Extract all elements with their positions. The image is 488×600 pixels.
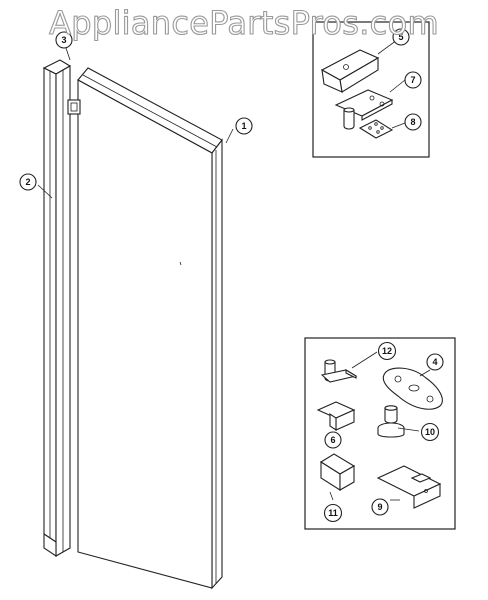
door-trim-strip: [42, 59, 72, 558]
lower-hinge-pin-bracket: [320, 351, 378, 383]
hinge-shim-plate: [358, 119, 394, 139]
hinge-pin: [377, 405, 420, 438]
callout-12-label: 12: [382, 346, 392, 356]
callout-12: 12: [377, 341, 397, 361]
callout-7: 7: [404, 71, 422, 89]
callout-11: 11: [323, 503, 343, 523]
callout-9: 9: [371, 498, 389, 516]
callout-8-label: 8: [410, 117, 415, 127]
hinge-cover: [320, 49, 380, 93]
callout-labels: 1 2 3 4 5 6 7: [19, 28, 444, 523]
upper-hinge-box: [312, 21, 430, 158]
callout-4: 4: [426, 353, 444, 371]
callout-5: 5: [392, 28, 410, 46]
callout-1: 1: [235, 117, 253, 135]
callout-11-label: 11: [328, 508, 338, 518]
hinge-cover-cup: [319, 453, 356, 501]
callout-6: 6: [324, 431, 342, 449]
callout-8: 8: [404, 113, 422, 131]
trim-clip: [67, 99, 81, 115]
hinge-spacer: [316, 401, 356, 437]
callout-3: 3: [55, 31, 73, 49]
callout-4-label: 4: [432, 357, 437, 367]
lower-hinge-bracket: [382, 367, 443, 410]
callout-2: 2: [19, 173, 37, 191]
callout-7-label: 7: [410, 75, 415, 85]
callout-1-label: 1: [241, 121, 246, 131]
callout-3-label: 3: [61, 35, 66, 45]
upper-hinge-bracket: [334, 89, 394, 130]
angle-bracket: [376, 465, 442, 509]
callout-2-label: 2: [25, 177, 30, 187]
callout-6-label: 6: [330, 435, 335, 445]
callout-5-label: 5: [398, 32, 403, 42]
callout-9-label: 9: [377, 502, 382, 512]
lower-hinge-box: [304, 337, 456, 530]
callout-10-label: 10: [425, 427, 435, 437]
callout-10: 10: [420, 422, 440, 442]
door-panel: [77, 67, 223, 590]
